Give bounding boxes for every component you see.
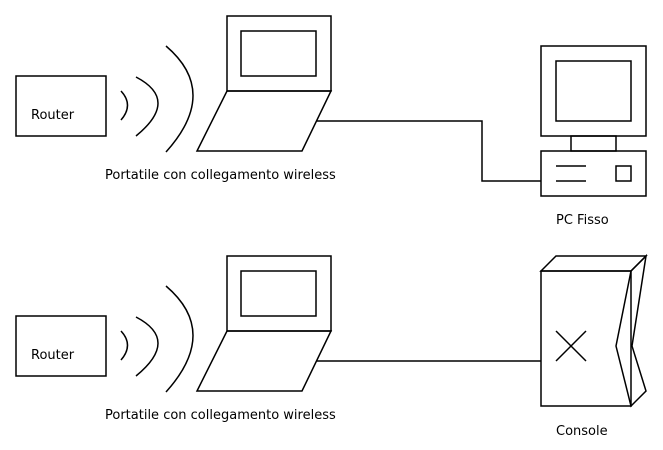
wireless-signal-icon bbox=[120, 285, 194, 393]
laptop-icon bbox=[195, 15, 333, 152]
laptop-display bbox=[240, 30, 317, 77]
laptop-icon bbox=[195, 255, 333, 392]
router-node: Router bbox=[15, 75, 107, 137]
game-console-icon bbox=[539, 253, 648, 408]
wireless-signal-icon bbox=[120, 45, 194, 153]
desktop-pc-icon bbox=[540, 45, 647, 197]
signal-wave-large bbox=[165, 285, 194, 393]
console-top bbox=[539, 255, 648, 272]
pc-label: PC Fisso bbox=[556, 213, 609, 228]
laptop-label: Portatile con collegamento wireless bbox=[105, 408, 336, 423]
signal-wave-medium bbox=[135, 76, 159, 137]
console-label: Console bbox=[556, 424, 608, 439]
signal-wave-small bbox=[120, 90, 129, 121]
laptop-label: Portatile con collegamento wireless bbox=[105, 168, 336, 183]
laptop-keyboard-base bbox=[195, 90, 333, 152]
router-box bbox=[15, 315, 107, 377]
power-button bbox=[615, 165, 632, 182]
signal-wave-medium bbox=[135, 316, 159, 377]
console-logo-x-stroke-2 bbox=[555, 330, 587, 362]
signal-wave-small bbox=[120, 330, 129, 361]
laptop-keyboard-base bbox=[195, 330, 333, 392]
console-side bbox=[615, 253, 648, 408]
wired-connection-line bbox=[317, 120, 541, 182]
laptop-display bbox=[240, 270, 317, 317]
router-label: Router bbox=[31, 348, 75, 363]
scenario-2: Router Portatile con collegamento wirele… bbox=[15, 253, 648, 439]
scenario-1: Router Portatile con collegamento wirele… bbox=[15, 15, 647, 228]
router-label: Router bbox=[31, 108, 75, 123]
signal-wave-large bbox=[165, 45, 194, 153]
monitor-display bbox=[555, 60, 632, 122]
router-box bbox=[15, 75, 107, 137]
monitor-stand bbox=[570, 135, 617, 152]
pc-case bbox=[540, 150, 647, 197]
router-node: Router bbox=[15, 315, 107, 377]
